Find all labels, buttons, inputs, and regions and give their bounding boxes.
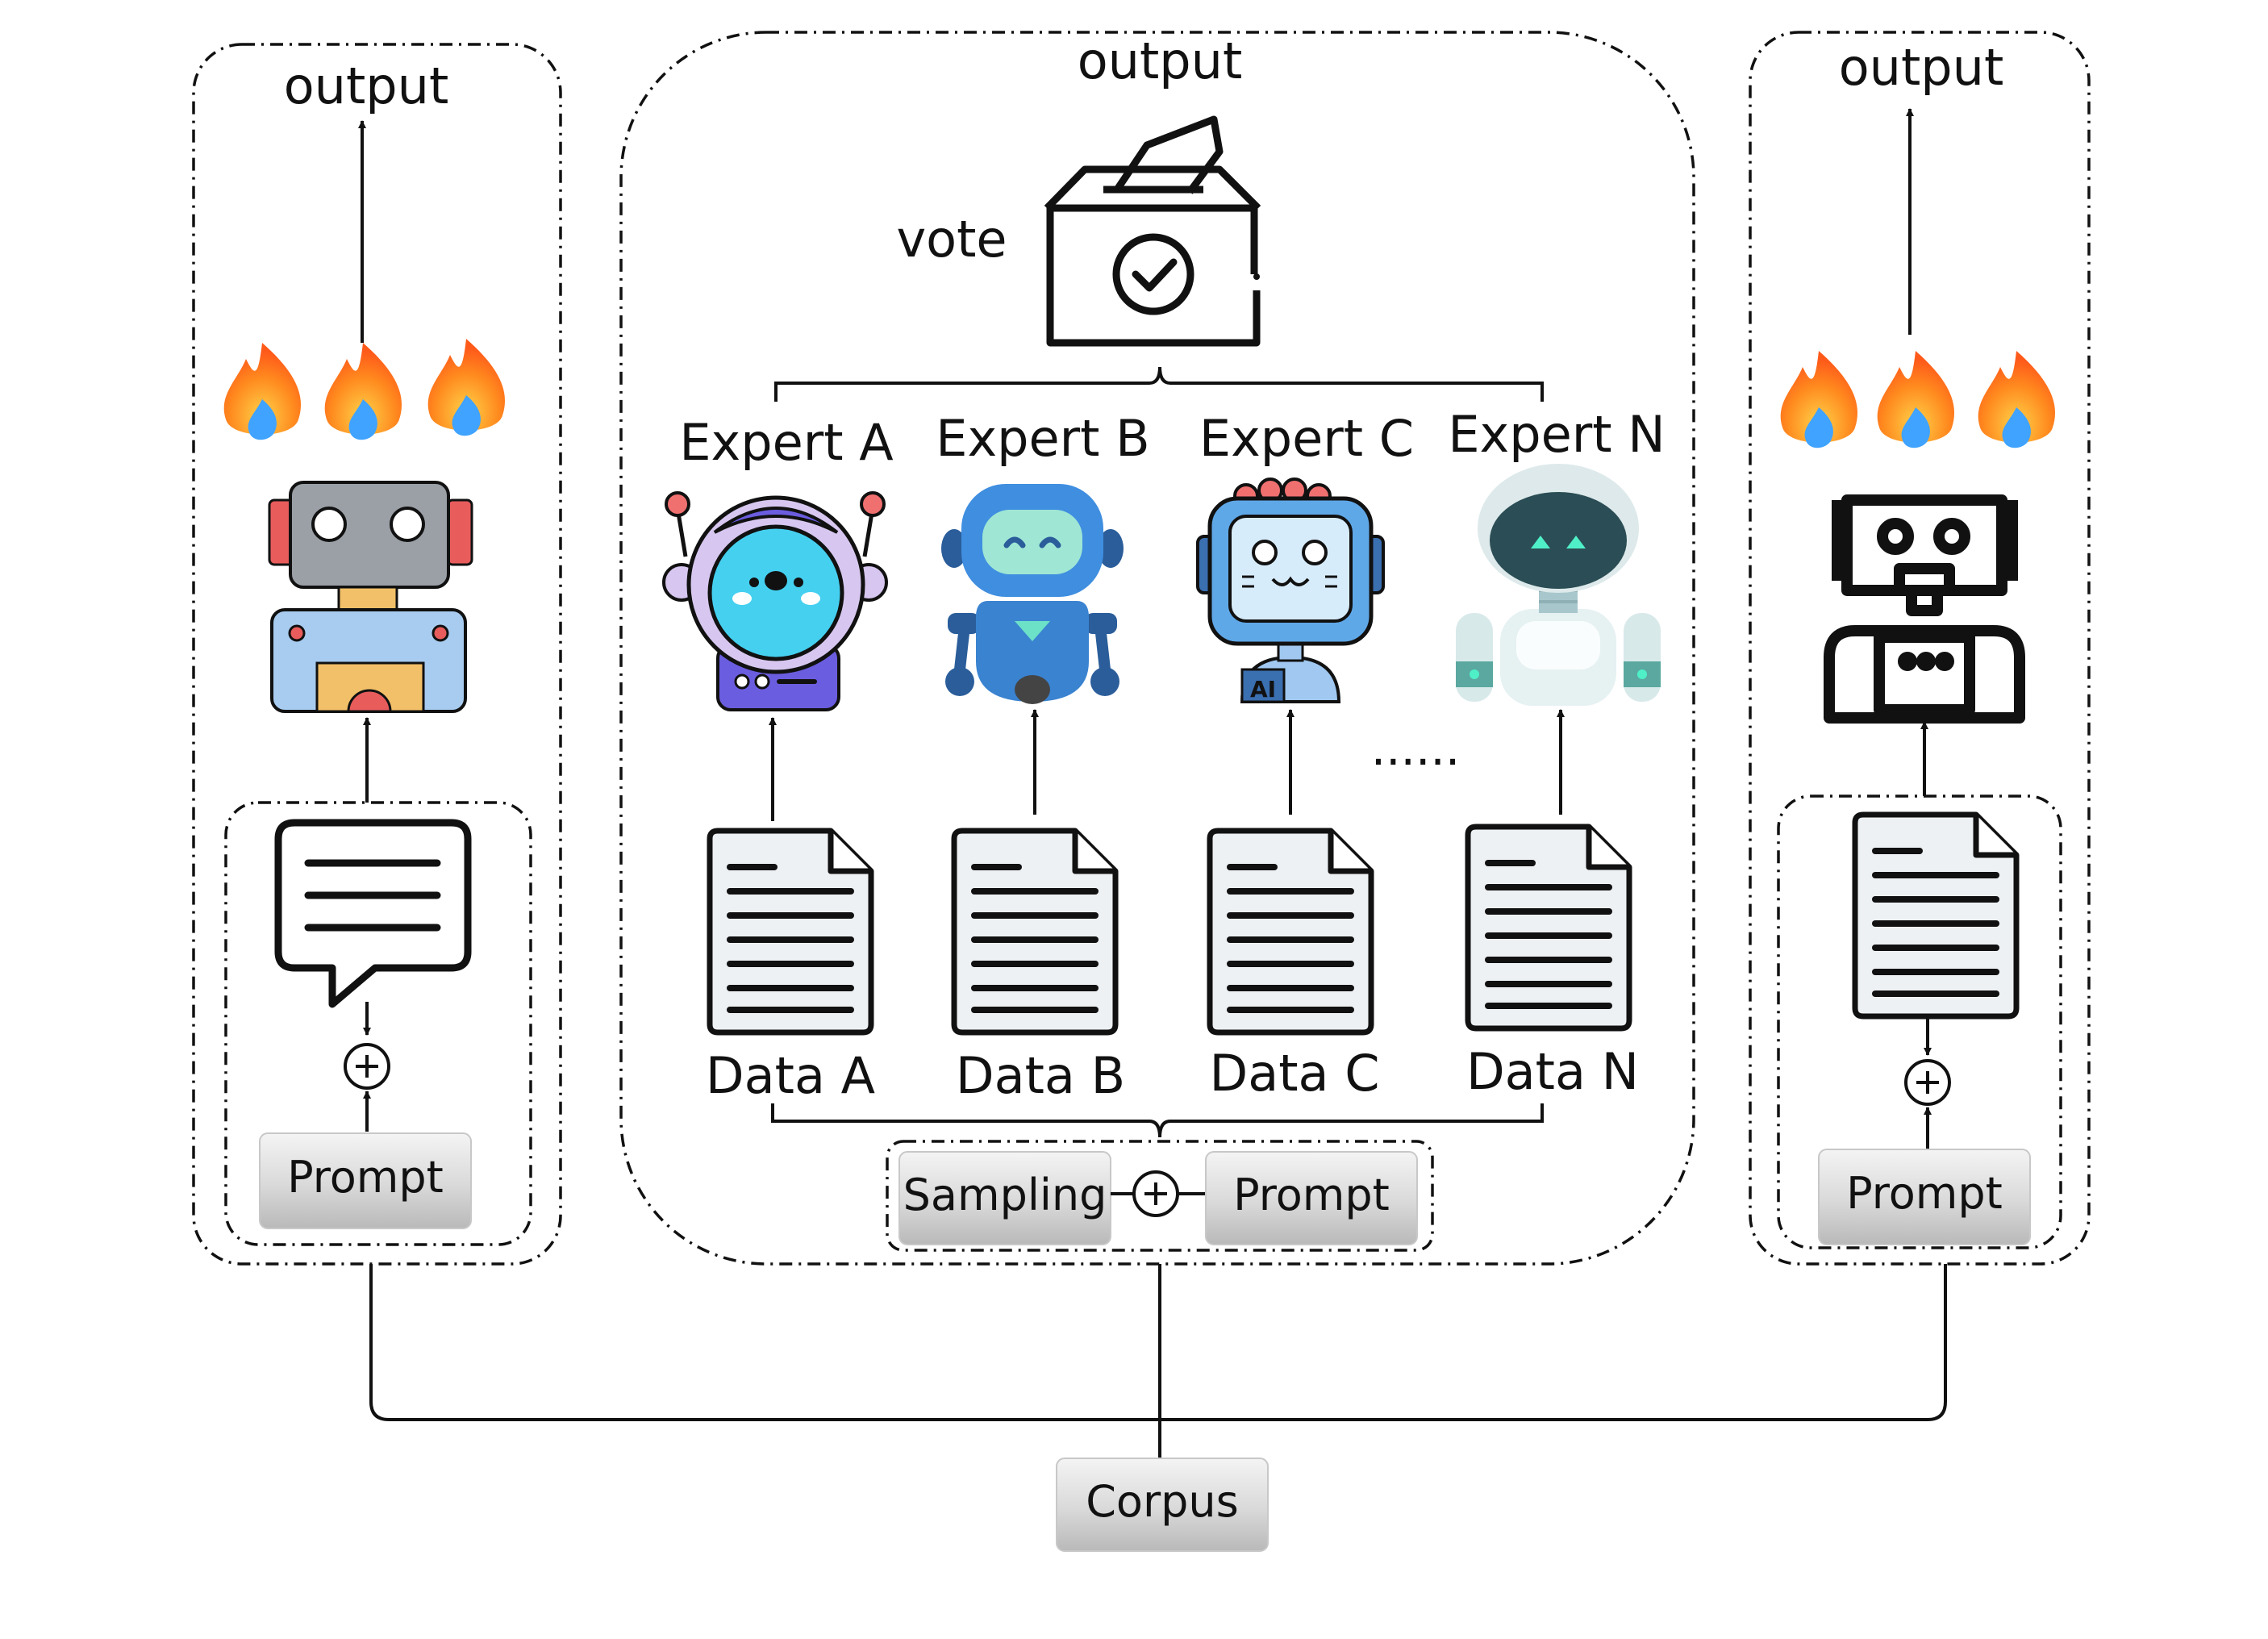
- data-n-label: Data N: [1466, 1042, 1639, 1101]
- expert-c-label: Expert C: [1199, 409, 1414, 468]
- right-input-group-border: [1777, 794, 2062, 1249]
- sampling-label: Sampling: [903, 1170, 1107, 1220]
- sampling-button[interactable]: Sampling: [898, 1151, 1111, 1245]
- left-prompt-label: Prompt: [287, 1152, 444, 1203]
- sampling-prompt-group-border: [886, 1140, 1434, 1252]
- data-c-label: Data C: [1209, 1044, 1379, 1103]
- expert-a-robot-icon: [662, 491, 888, 711]
- document-icon: [1207, 828, 1374, 1036]
- expert-c-robot-icon: AI: [1196, 478, 1385, 703]
- document-icon: [707, 828, 874, 1036]
- vote-label: vote: [896, 210, 1007, 269]
- data-a-label: Data A: [706, 1046, 875, 1105]
- right-prompt-label: Prompt: [1846, 1168, 2003, 1219]
- data-b-label: Data B: [956, 1046, 1125, 1105]
- center-prompt-label: Prompt: [1233, 1170, 1390, 1220]
- expert-b-robot-icon: [941, 484, 1124, 704]
- left-input-group-border: [224, 801, 532, 1246]
- expert-a-label: Expert A: [679, 413, 893, 472]
- chat-bubble-icon: [274, 819, 472, 1008]
- plus-circle-icon: [344, 1043, 390, 1090]
- document-icon: [1852, 811, 2020, 1020]
- fire-icon: [427, 339, 505, 436]
- svg-text:AI: AI: [1250, 676, 1276, 703]
- plus-circle-icon: [1132, 1170, 1179, 1217]
- document-icon: [951, 828, 1119, 1036]
- fire-icon: [1780, 351, 1857, 448]
- data-to-sampling-bracket: [771, 1103, 1544, 1138]
- robot-icon: [268, 481, 473, 713]
- ellipsis-label: ......: [1371, 721, 1461, 776]
- fire-icon: [324, 343, 402, 440]
- plus-circle-icon: [1904, 1059, 1951, 1106]
- expert-b-label: Expert B: [936, 409, 1149, 468]
- center-prompt-button[interactable]: Prompt: [1205, 1151, 1418, 1245]
- left-prompt-button[interactable]: Prompt: [259, 1132, 472, 1229]
- expert-n-label: Expert N: [1448, 405, 1665, 464]
- fire-icon: [1978, 351, 2055, 448]
- right-output-label: output: [1839, 38, 2004, 97]
- expert-n-robot-icon: [1456, 464, 1661, 706]
- right-prompt-button[interactable]: Prompt: [1818, 1149, 2031, 1245]
- fire-icon: [223, 343, 301, 440]
- center-output-label: output: [1078, 31, 1243, 90]
- document-icon: [1465, 824, 1632, 1032]
- center-panel-border: [619, 31, 1695, 1266]
- right-panel-border: [1749, 31, 2091, 1266]
- experts-to-vote-bracket: [774, 366, 1544, 402]
- corpus-label: Corpus: [1086, 1476, 1239, 1527]
- left-output-label: output: [284, 56, 449, 115]
- fire-icon: [1877, 351, 1954, 448]
- corpus-button[interactable]: Corpus: [1056, 1458, 1269, 1552]
- left-panel-border: [192, 43, 562, 1266]
- robot-outline-icon: [1824, 494, 2025, 724]
- ballot-box-icon: [1044, 115, 1261, 347]
